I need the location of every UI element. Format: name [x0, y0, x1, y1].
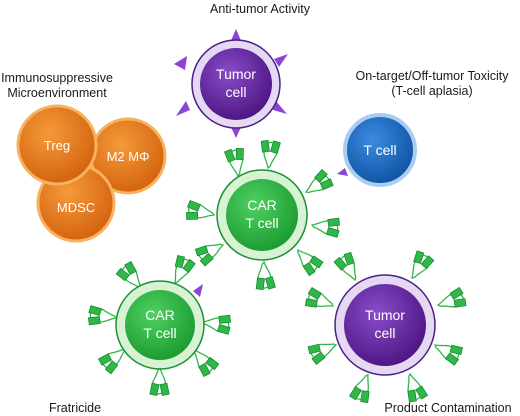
label-t-cell-aplasia: (T-cell aplasia): [391, 84, 472, 98]
car-receptor: [258, 139, 282, 170]
car-receptor: [332, 250, 365, 286]
antigen-spike: [273, 100, 287, 114]
car-receptor: [434, 286, 468, 316]
car-receptor: [403, 248, 436, 284]
car-receptor: [303, 286, 338, 316]
treg-cell: [16, 104, 98, 186]
label-product-contamination: Product Contamination: [384, 401, 511, 415]
tumor-cell-bottom: Tumor cell: [303, 248, 468, 405]
car-left-label-1: CAR: [145, 307, 175, 323]
m2-label: M2 MΦ: [107, 149, 150, 164]
treg-label: Treg: [44, 138, 70, 153]
suppressive-cell-cluster: M2 MΦ MDSC Treg: [16, 104, 167, 243]
tcell-label: T cell: [363, 142, 396, 158]
tumor-bottom-label-2: cell: [374, 325, 395, 341]
antigen-spike: [274, 54, 288, 67]
car-left-label-2: T cell: [143, 325, 176, 341]
label-fratricide: Fratricide: [49, 401, 101, 415]
antigen-spike: [193, 284, 203, 297]
car-receptor: [399, 370, 429, 404]
tumor-cell-top: Tumor cell: [174, 29, 288, 138]
car-receptor: [87, 304, 118, 328]
car-receptor: [201, 312, 232, 336]
antigen-spike: [337, 168, 348, 176]
car-receptor: [300, 168, 335, 201]
antigen-spike: [176, 101, 190, 116]
label-anti-tumor-activity: Anti-tumor Activity: [210, 2, 311, 16]
car-receptor: [184, 199, 217, 225]
tumor-top-label-1: Tumor: [216, 66, 256, 82]
car-receptor: [253, 260, 277, 291]
car-receptor: [310, 215, 341, 239]
antigen-spike: [174, 56, 187, 70]
car-receptor: [193, 235, 229, 268]
tumor-top-label-2: cell: [225, 84, 246, 100]
car-receptor: [149, 367, 170, 397]
normal-t-cell: T cell: [337, 113, 417, 187]
label-on-target-off-tumor: On-target/Off-tumor Toxicity: [355, 69, 509, 83]
car-receptor: [290, 242, 325, 278]
mdsc-label: MDSC: [57, 200, 95, 215]
car-receptor: [306, 335, 341, 366]
tumor-bottom-label-1: Tumor: [365, 307, 405, 323]
label-microenvironment: Microenvironment: [7, 86, 107, 100]
car-t-cell-left: CAR T cell: [87, 253, 232, 397]
car-t-cell-center: CAR T cell: [184, 139, 341, 291]
label-immunosuppressive: Immunosuppressive: [1, 71, 113, 85]
car-receptor: [348, 370, 378, 405]
car-center-label-2: T cell: [245, 215, 278, 231]
car-receptor: [430, 336, 465, 367]
car-center-label-1: CAR: [247, 197, 277, 213]
